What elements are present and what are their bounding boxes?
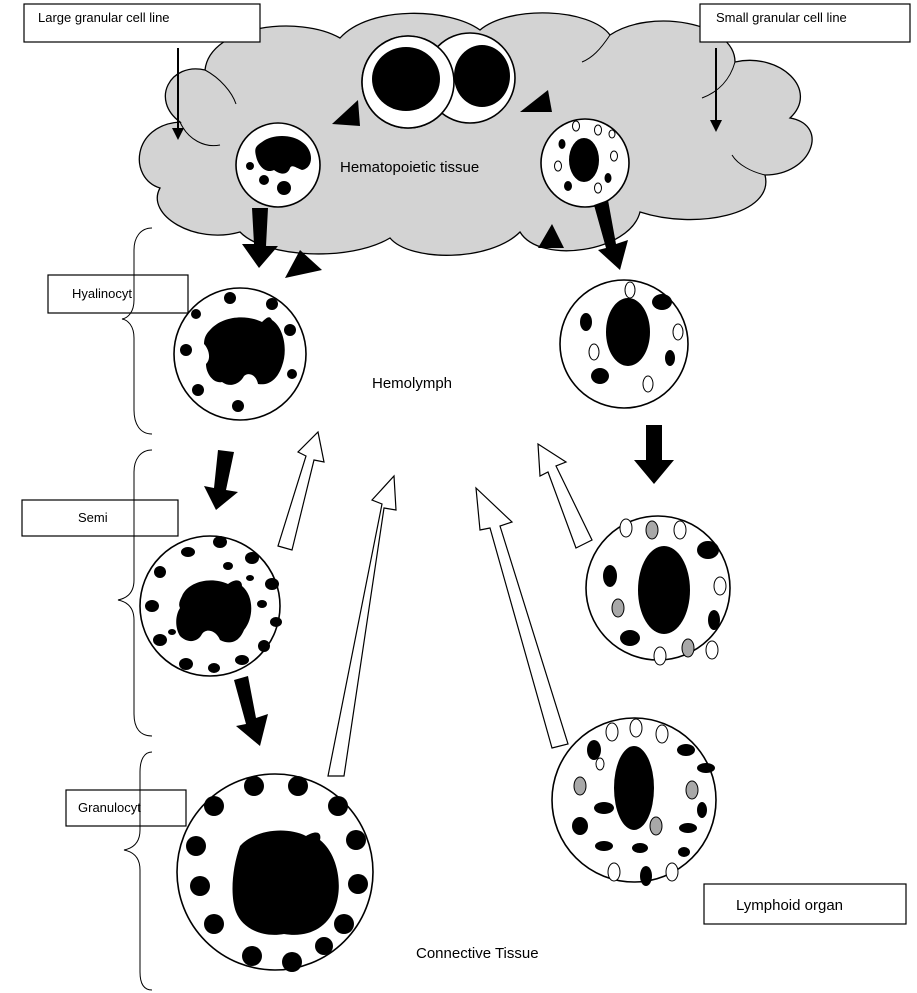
connective-tissue-label: Connective Tissue — [416, 945, 539, 962]
lymphoid-organ-label: Lymphoid organ — [736, 897, 843, 914]
down-arrow — [234, 676, 268, 746]
semi-granulocyt-cell — [140, 536, 282, 676]
granulocyt-brace — [124, 752, 152, 990]
hemolymph-label: Hemolymph — [372, 375, 452, 392]
small-granular-cell — [560, 280, 688, 408]
semi-label: Semi — [78, 510, 108, 525]
return-arrow — [278, 432, 324, 550]
hyalinocyt-cell — [174, 288, 306, 420]
return-arrow — [328, 476, 396, 776]
small-granular-progenitor-cell — [541, 119, 629, 207]
semi-granular-cell — [586, 516, 730, 665]
granulocyt-label: Granulocyt — [78, 800, 141, 815]
down-arrow — [634, 425, 674, 484]
down-arrow — [204, 450, 238, 510]
hyalinocyt-label: Hyalinocyt — [72, 286, 132, 301]
large-granular-progenitor-cell — [236, 123, 320, 207]
large-granular-cell-line-label: Large granular cell line — [38, 10, 170, 25]
granulocyt-cell — [177, 774, 373, 972]
return-arrow — [538, 444, 592, 548]
hyalinocyt-brace — [122, 228, 152, 434]
hematopoietic-tissue-label: Hematopoietic tissue — [340, 159, 479, 176]
stem-cell-pair — [362, 33, 515, 128]
return-arrow — [476, 488, 568, 748]
granular-cell — [552, 718, 716, 886]
small-granular-cell-line-label: Small granular cell line — [716, 10, 847, 25]
